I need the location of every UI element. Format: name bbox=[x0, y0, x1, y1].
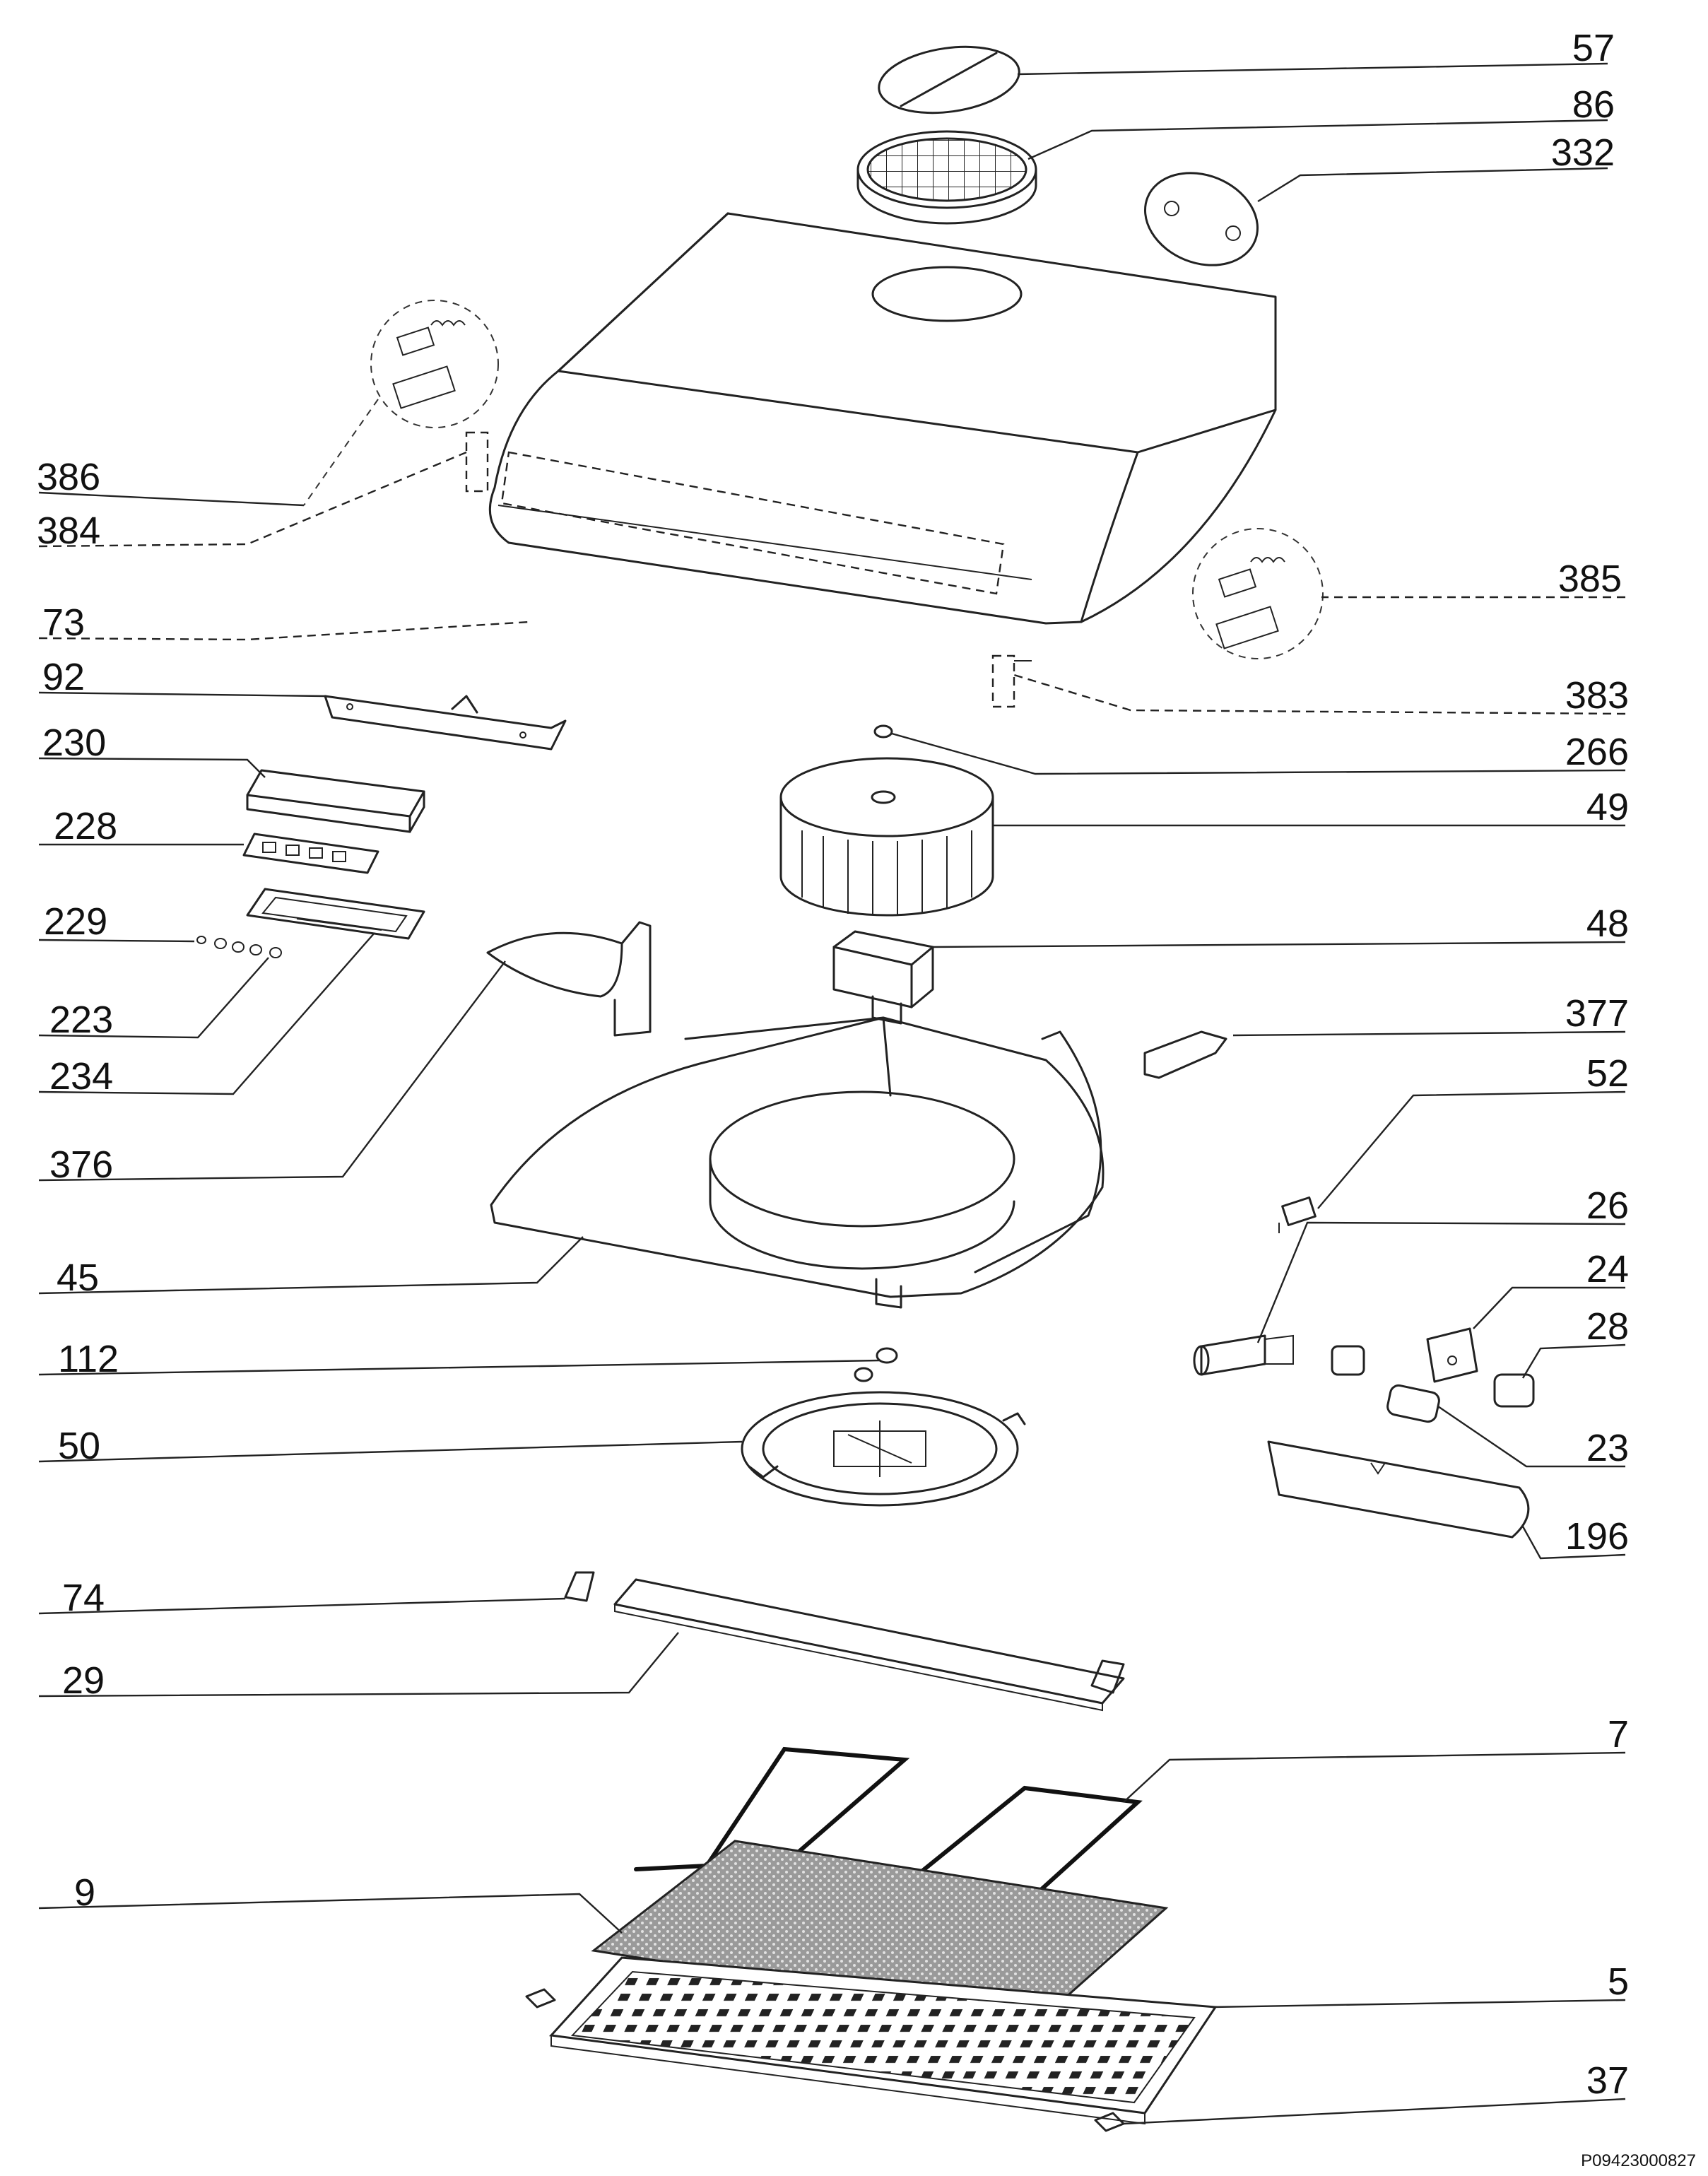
document-code: P09423000827 bbox=[1581, 2151, 1696, 2170]
part-376-air-flap bbox=[486, 921, 652, 1037]
part-228-switch-board bbox=[242, 833, 379, 874]
callout-49: 49 bbox=[1586, 786, 1629, 828]
part-230-switch-cover bbox=[246, 769, 425, 833]
callout-377: 377 bbox=[1565, 992, 1629, 1035]
callout-23: 23 bbox=[1586, 1427, 1629, 1469]
callout-230: 230 bbox=[42, 722, 106, 764]
part-52-connector bbox=[1278, 1196, 1317, 1233]
callout-386: 386 bbox=[37, 456, 100, 498]
callout-37: 37 bbox=[1586, 2059, 1629, 2102]
callout-228: 228 bbox=[54, 805, 117, 847]
callout-57: 57 bbox=[1572, 27, 1615, 69]
callout-45: 45 bbox=[57, 1257, 99, 1299]
callout-52: 52 bbox=[1586, 1052, 1629, 1095]
callout-376: 376 bbox=[49, 1143, 113, 1186]
callout-112: 112 bbox=[58, 1338, 119, 1380]
part-29-front-panel bbox=[613, 1578, 1125, 1712]
part-386-detail-circle bbox=[303, 300, 499, 506]
part-57-cover-cap bbox=[878, 45, 1020, 114]
part-332-round-plate bbox=[1144, 172, 1259, 266]
part-383-bracket bbox=[991, 654, 1032, 708]
callout-9: 9 bbox=[74, 1871, 95, 1914]
part-234-switch-housing bbox=[246, 888, 425, 940]
part-49-fan-wheel bbox=[779, 757, 994, 917]
callout-29: 29 bbox=[62, 1659, 105, 1702]
callout-86: 86 bbox=[1572, 83, 1615, 126]
callout-7: 7 bbox=[1608, 1713, 1629, 1755]
callout-384: 384 bbox=[37, 510, 100, 552]
part-377-clip bbox=[1143, 1030, 1227, 1079]
callout-73: 73 bbox=[42, 601, 85, 644]
part-lamp-holder-parts bbox=[1331, 1327, 1535, 1423]
part-26-lamp bbox=[1193, 1334, 1294, 1376]
callout-223: 223 bbox=[49, 999, 113, 1041]
callout-229: 229 bbox=[44, 900, 107, 943]
part-50-motor-plate bbox=[741, 1391, 1026, 1507]
callout-48: 48 bbox=[1586, 902, 1629, 945]
part-266-nut bbox=[873, 724, 893, 739]
part-92-mounting-plate bbox=[324, 695, 567, 751]
callout-28: 28 bbox=[1586, 1305, 1629, 1348]
part-74-clips bbox=[564, 1571, 1125, 1694]
callout-74: 74 bbox=[62, 1577, 105, 1619]
callout-383: 383 bbox=[1565, 674, 1629, 717]
leader-lines bbox=[38, 62, 1626, 2125]
callout-196: 196 bbox=[1565, 1515, 1629, 1558]
callout-266: 266 bbox=[1565, 731, 1629, 773]
part-73-seal-strip bbox=[500, 451, 1005, 595]
part-196-lamp-cover bbox=[1267, 1440, 1530, 1539]
callout-92: 92 bbox=[42, 656, 85, 698]
part-5-grille-frame bbox=[548, 1956, 1218, 2125]
callout-labels: 57 86 332 386 384 73 385 383 92 266 230 … bbox=[37, 27, 1696, 2170]
callout-24: 24 bbox=[1586, 1248, 1629, 1290]
callout-26: 26 bbox=[1586, 1184, 1629, 1227]
part-112-spacers bbox=[854, 1347, 898, 1382]
part-48-motor bbox=[832, 930, 934, 1025]
part-hood-body bbox=[488, 212, 1277, 625]
callout-385: 385 bbox=[1558, 558, 1622, 600]
part-86-round-grille bbox=[856, 130, 1037, 225]
callout-234: 234 bbox=[49, 1055, 113, 1098]
callout-50: 50 bbox=[58, 1425, 100, 1467]
part-229-223-buttons bbox=[196, 936, 282, 958]
callout-5: 5 bbox=[1608, 1960, 1629, 2003]
callout-332: 332 bbox=[1551, 131, 1615, 174]
part-385-detail-circle bbox=[1192, 528, 1324, 659]
part-45-fan-housing bbox=[490, 1016, 1105, 1309]
part-384-bracket bbox=[465, 431, 489, 493]
part-7-filter-clamps bbox=[634, 1746, 1143, 1939]
